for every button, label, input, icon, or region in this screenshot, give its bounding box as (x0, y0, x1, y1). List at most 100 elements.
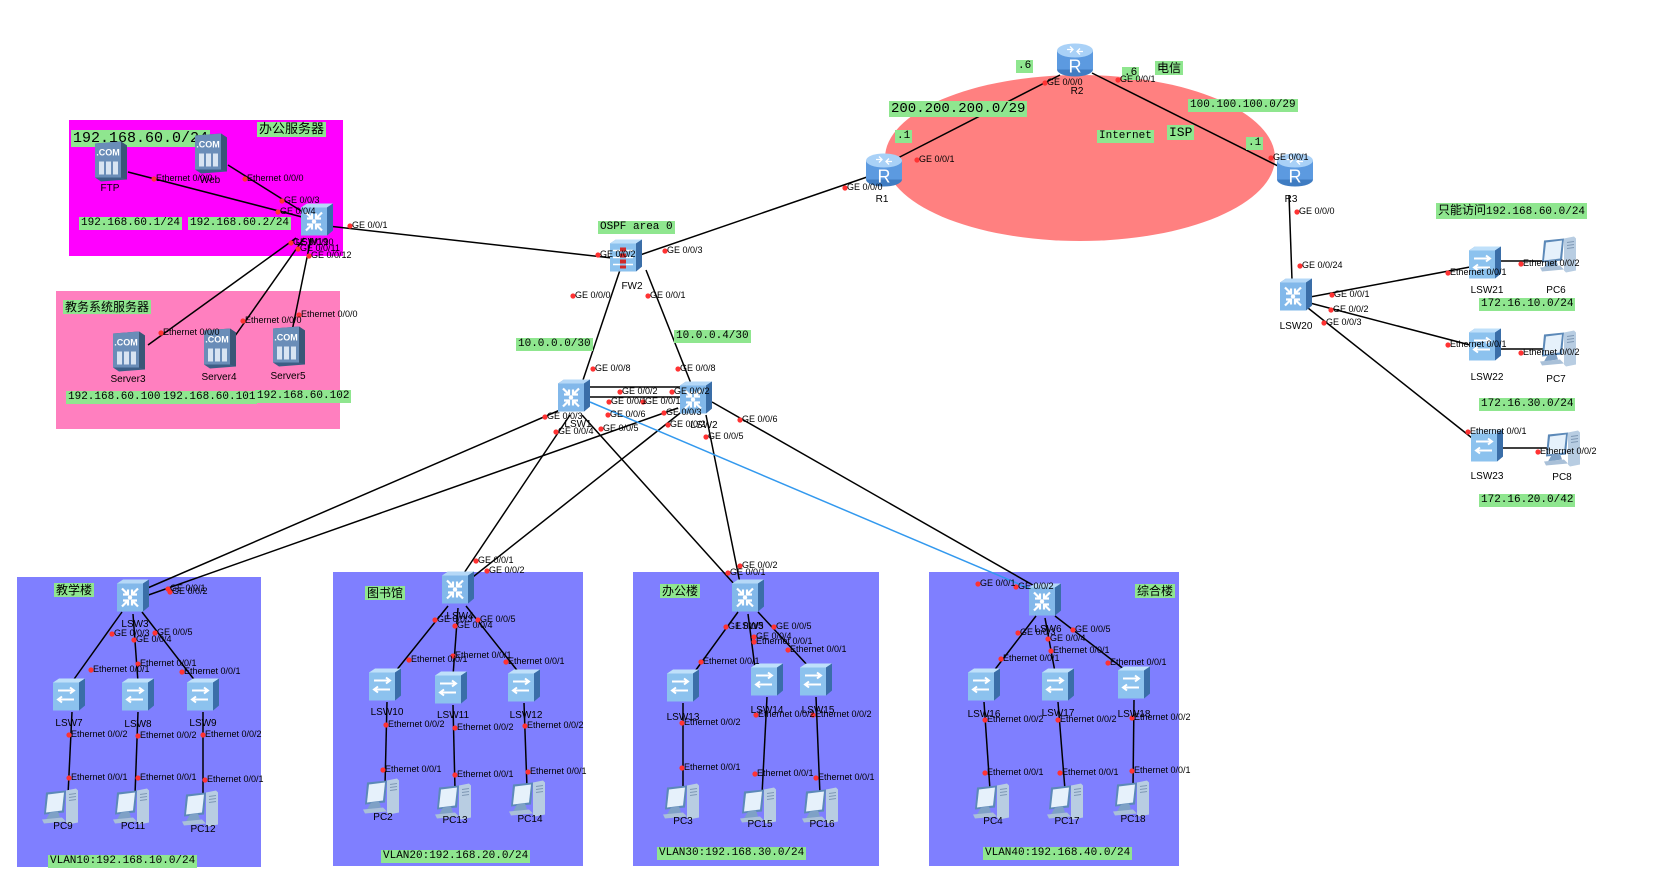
port-label: GE 0/0/0 (1047, 77, 1083, 87)
office-zone-title: 办公楼 (660, 584, 701, 598)
device-lsw18[interactable] (1116, 666, 1152, 705)
device-label-fw2: FW2 (621, 281, 643, 292)
device-lsw23[interactable] (1469, 429, 1505, 468)
port-label: GE 0/0/3 (437, 614, 473, 624)
port-dot (1465, 429, 1471, 435)
device-pc3[interactable] (661, 782, 701, 825)
device-lsw20[interactable] (1278, 278, 1314, 317)
vlan10-label: VLAN10:192.168.10.0/24 (48, 855, 198, 868)
port-label: Ethernet 0/0/2 (987, 714, 1044, 724)
device-label-lsw9: LSW9 (189, 718, 217, 729)
port-label: Ethernet 0/0/0 (245, 315, 302, 325)
device-ftp[interactable]: .COM (91, 140, 129, 187)
building-link (815, 696, 821, 796)
net-lsw21-label: 172.16.10.0/24 (1479, 298, 1576, 311)
port-dot (570, 293, 576, 299)
port-label: GE 0/0/2 (1018, 581, 1054, 591)
net-lsw22-label: 172.16.30.0/24 (1479, 398, 1576, 411)
device-pc2[interactable] (361, 777, 401, 820)
device-lsw13[interactable] (665, 669, 701, 708)
port-label: Ethernet 0/0/2 (457, 722, 514, 732)
device-pc18[interactable] (1111, 779, 1151, 822)
device-server4[interactable]: .COM (200, 327, 238, 374)
device-label-pc2: PC2 (373, 812, 393, 823)
port-dot (751, 639, 757, 645)
device-lsw17[interactable] (1040, 668, 1076, 707)
device-lsw14[interactable] (749, 663, 785, 702)
pc-icon (738, 787, 778, 828)
building-link (992, 615, 1037, 673)
device-lsw3[interactable] (115, 579, 151, 618)
device-lsw15[interactable] (798, 663, 834, 702)
device-label-lsw2: LSW2 (690, 420, 718, 431)
port-label: GE 0/0/2 (670, 419, 706, 429)
device-server3[interactable]: .COM (109, 330, 147, 377)
device-lsw6[interactable] (1027, 583, 1063, 622)
device-r3[interactable]: R (1275, 152, 1315, 193)
port-label: GE 0/0/24 (1302, 260, 1343, 270)
port-dot (751, 634, 757, 640)
port-label: GE 0/0/4 (457, 620, 493, 630)
port-dot (553, 429, 559, 435)
device-lsw7[interactable] (51, 678, 87, 717)
device-pc12[interactable] (180, 789, 220, 832)
port-label: GE 0/0/8 (595, 363, 631, 373)
device-server5[interactable]: .COM (269, 325, 307, 372)
device-label-lsw21: LSW21 (1470, 285, 1504, 296)
port-dot (167, 589, 173, 595)
switch-icon (1116, 666, 1152, 704)
layer3-switch-icon (1027, 583, 1063, 621)
layer3-switch-icon (730, 579, 766, 617)
r2-right-host-label: .6 (1122, 67, 1140, 80)
device-lsw5[interactable] (730, 579, 766, 618)
device-pc11[interactable] (111, 787, 151, 830)
device-lsw1[interactable] (556, 379, 592, 418)
device-pc14[interactable] (507, 779, 547, 822)
building-link (757, 611, 811, 669)
device-lsw12[interactable] (506, 669, 542, 708)
port-label: Ethernet 0/0/1 (818, 772, 875, 782)
pc-icon (180, 790, 220, 831)
device-label-lsw17: LSW17 (1041, 708, 1075, 719)
device-lsw22[interactable] (1467, 328, 1503, 367)
building-link (67, 711, 73, 796)
port-label: Ethernet 0/0/0 (247, 173, 304, 183)
port-label: GE 0/0/1 (730, 567, 766, 577)
device-pc8[interactable] (1542, 429, 1582, 472)
device-pc4[interactable] (971, 782, 1011, 825)
device-fw2[interactable] (608, 239, 644, 278)
port-dot (771, 624, 777, 630)
port-dot (1445, 270, 1451, 276)
port-dot (842, 185, 848, 191)
link-lsw2-lsw3 (139, 407, 679, 599)
device-pc9[interactable] (40, 787, 80, 830)
switch-icon (966, 668, 1002, 706)
device-lsw21[interactable] (1467, 246, 1503, 285)
port-label: Ethernet 0/0/1 (455, 650, 512, 660)
port-label: GE 0/0/10 (293, 237, 334, 247)
port-label: GE 0/0/12 (311, 250, 352, 260)
port-dot (810, 712, 816, 718)
device-lsw9[interactable] (185, 678, 221, 717)
port-label: Ethernet 0/0/2 (388, 719, 445, 729)
device-lsw8[interactable] (120, 678, 156, 717)
device-lsw16[interactable] (966, 668, 1002, 707)
device-lsw-srv[interactable] (299, 203, 335, 242)
device-lsw4[interactable] (440, 571, 476, 610)
device-lsw11[interactable] (433, 671, 469, 710)
port-dot (698, 659, 704, 665)
device-lsw2[interactable] (678, 381, 714, 420)
device-pc17[interactable] (1045, 782, 1085, 825)
port-label: Ethernet 0/0/1 (71, 772, 128, 782)
port-dot (1445, 342, 1451, 348)
port-label: GE 0/0/3 (666, 407, 702, 417)
port-label: GE 0/0/1 (611, 396, 647, 406)
device-pc7[interactable] (1538, 329, 1578, 372)
device-pc13[interactable] (433, 782, 473, 825)
device-pc16[interactable] (800, 786, 840, 829)
device-pc15[interactable] (738, 786, 778, 829)
device-lsw10[interactable] (367, 668, 403, 707)
device-pc6[interactable] (1538, 235, 1578, 278)
device-web[interactable]: .COM (191, 132, 229, 179)
port-dot (1070, 627, 1076, 633)
